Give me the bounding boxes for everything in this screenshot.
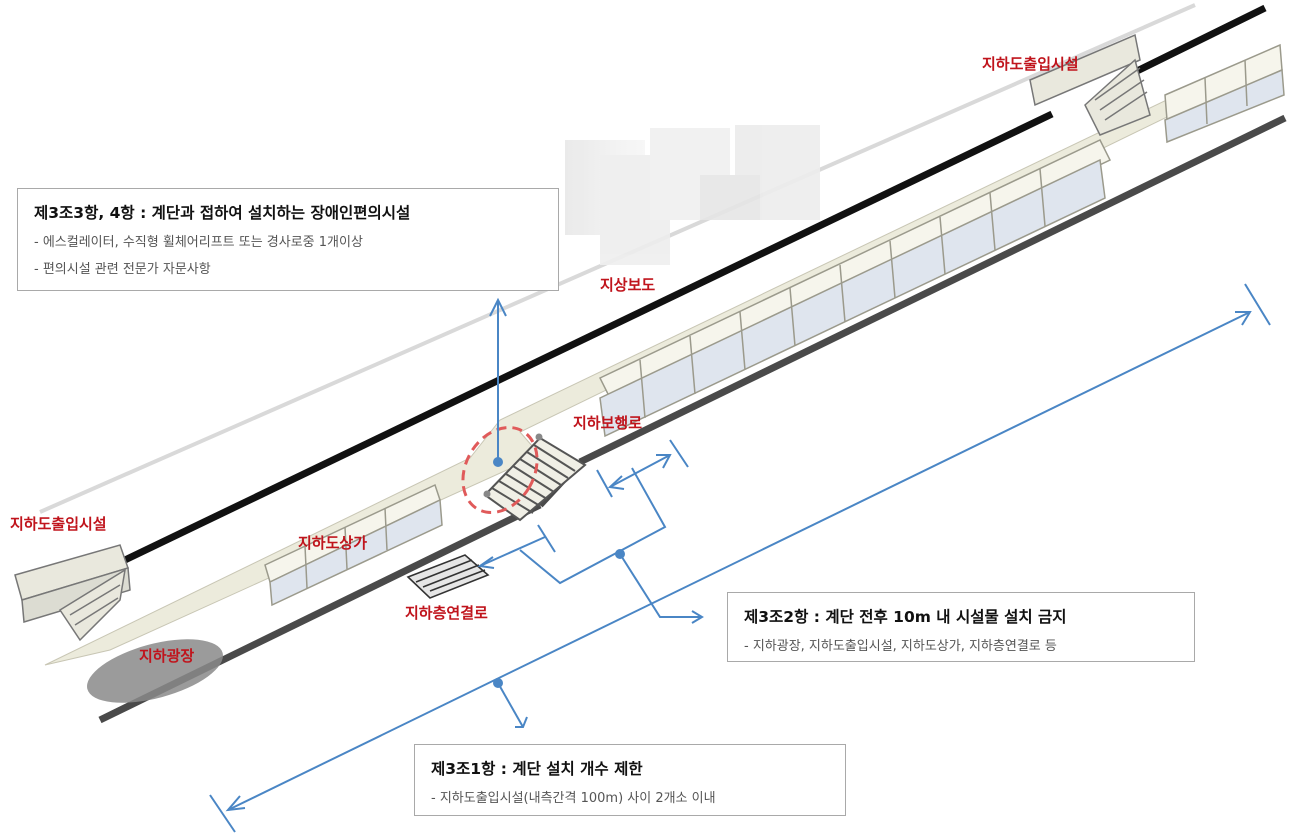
label-floor-connection: 지하층연결로 [405,604,488,622]
box-title: 제3조3항, 4항 : 계단과 접하여 설치하는 장애인편의시설 [34,204,411,222]
stair-highlight-ellipse [461,425,539,515]
box-title: 제3조1항 : 계단 설치 개수 제한 [431,760,643,778]
road-edge-black-left [123,110,1054,564]
plaza-ellipse [87,639,223,703]
road-edge-black-right [1133,4,1267,76]
annotation-arrows [209,283,1271,833]
box-line: - 지하광장, 지하도출입시설, 지하도상가, 지하층연결로 등 [744,639,1057,654]
entrance-structure-top [1029,33,1151,136]
central-staircase [483,436,587,522]
entrance-structure-left [14,544,131,642]
label-entrance-top: 지하도출입시설 [982,55,1079,73]
box-title: 제3조2항 : 계단 전후 10m 내 시설물 설치 금지 [744,608,1067,626]
left-mall-cells [264,483,443,607]
label-ground-walkway: 지상보도 [600,276,656,294]
box-line: - 편의시설 관련 전문가 자문사항 [34,262,211,277]
box-line: - 에스컬레이터, 수직형 휠체어리프트 또는 경사로중 1개이상 [34,235,363,250]
label-underground-walkway: 지하보행로 [573,414,643,432]
label-underground-plaza: 지하광장 [139,647,195,665]
label-underground-mall: 지하도상가 [298,534,368,552]
box-line: - 지하도출입시설(내측간격 100m) 사이 2개소 이내 [431,791,716,806]
annotation-box-article3-1: 제3조1항 : 계단 설치 개수 제한 - 지하도출입시설(내측간격 100m)… [414,744,846,816]
annotation-box-article3-2: 제3조2항 : 계단 전후 10m 내 시설물 설치 금지 - 지하광장, 지하… [727,592,1195,662]
lower-wall-right [578,114,1287,466]
label-entrance-left: 지하도출입시설 [10,515,107,533]
right-mall-cells [598,43,1285,438]
background-buildings [565,125,820,265]
floor-connection-stairs [406,554,490,599]
annotation-dots [493,457,625,688]
annotation-box-article3-3: 제3조3항, 4항 : 계단과 접하여 설치하는 장애인편의시설 - 에스컬레이… [17,188,559,291]
